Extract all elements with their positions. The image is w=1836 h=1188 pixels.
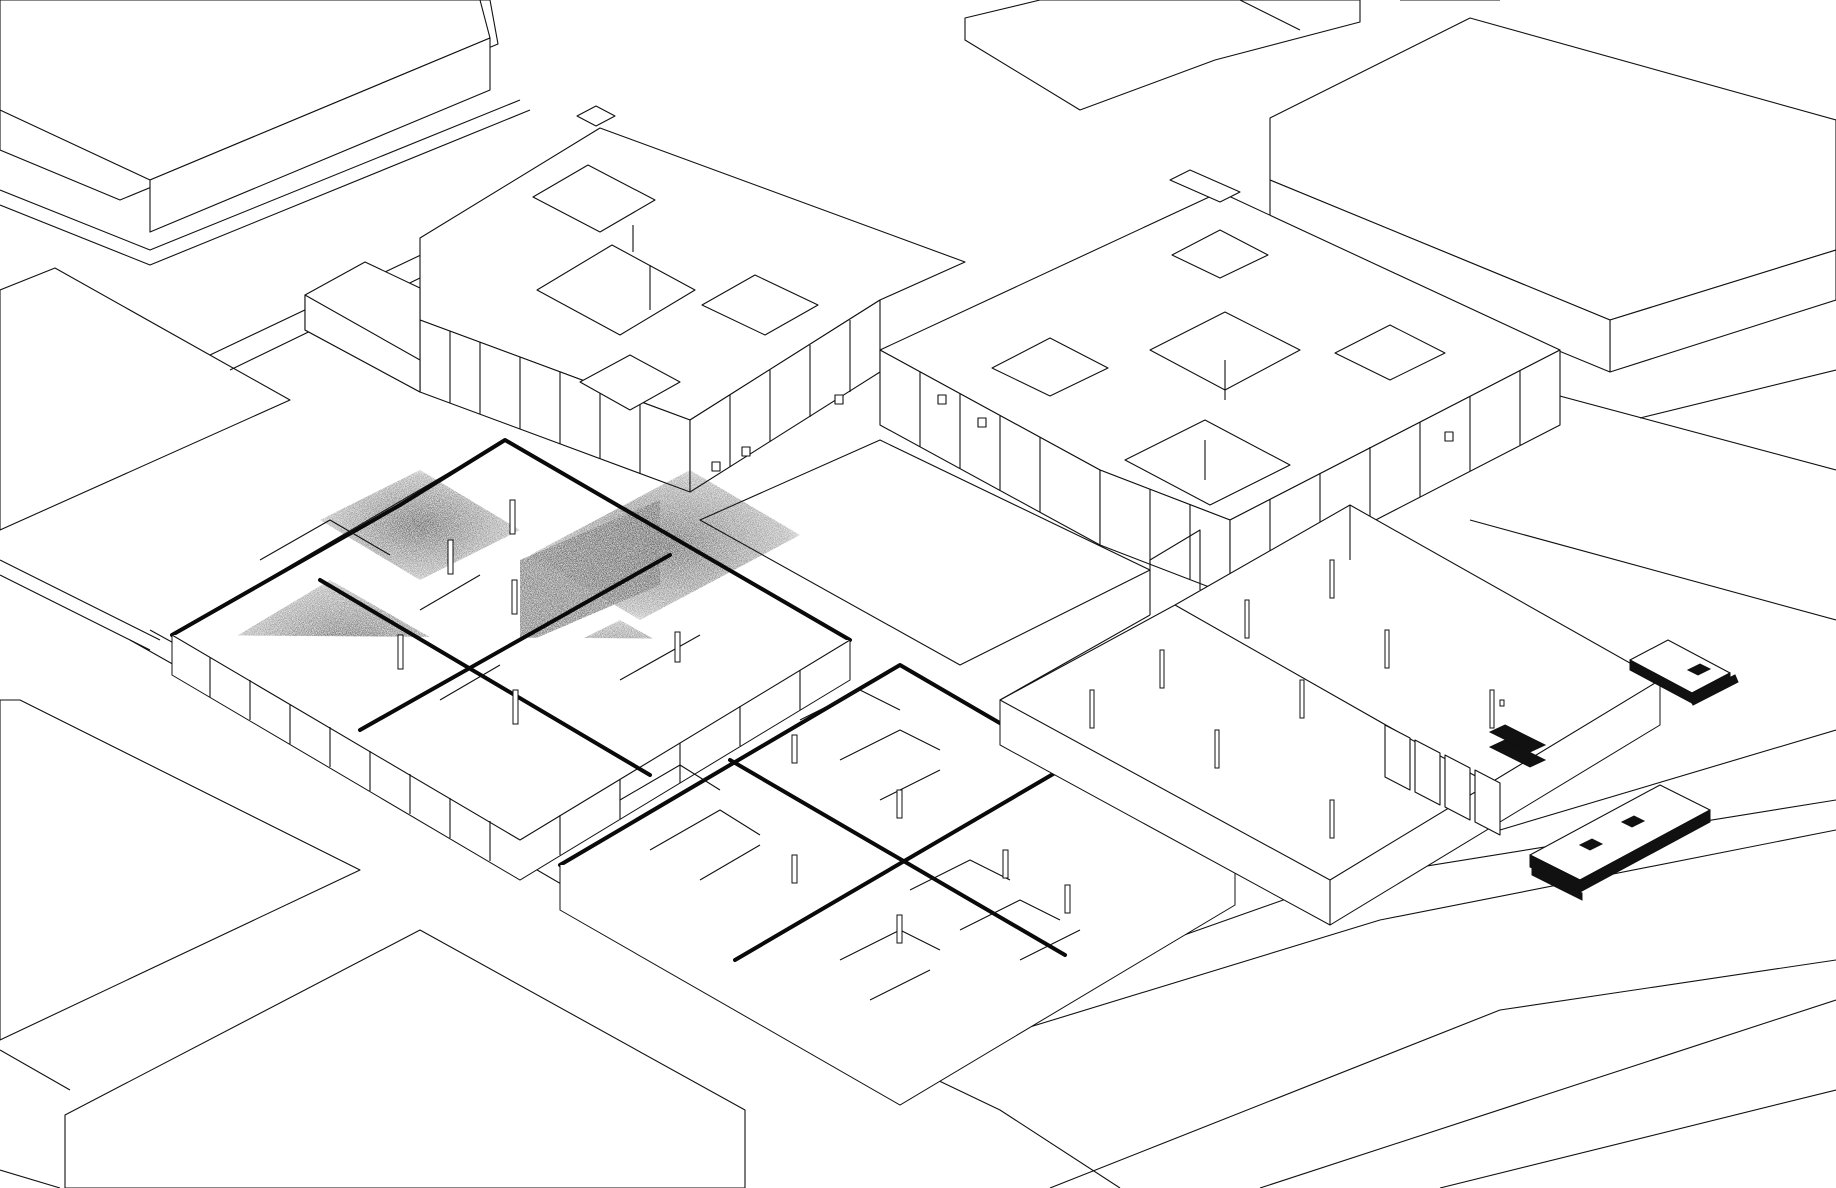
- context-block-top-right: [1269, 17, 1836, 471]
- upper-left-wall-panels: [449, 320, 851, 474]
- partition-walls: [619, 689, 1081, 1001]
- context-block-bottom-left: [0, 699, 746, 1188]
- shaded-base-panels: [209, 657, 801, 861]
- open-hall: [999, 504, 1661, 926]
- shaded-building: [170, 438, 852, 881]
- upper-left-courtyards: [532, 105, 819, 411]
- upper-left-windows: [711, 394, 844, 472]
- upper-right-wall-panels: [919, 370, 1521, 579]
- upper-right-windows: [937, 394, 1454, 442]
- upper-building-left: [304, 105, 966, 493]
- upper-right-courtyards: [991, 229, 1446, 506]
- context-block-top-center: [964, 0, 1500, 111]
- small-objects: [1529, 639, 1739, 901]
- hall-fins: [1384, 699, 1547, 836]
- shaded-columns: [397, 499, 681, 725]
- context-block-left-mid: [0, 267, 291, 651]
- partition-columns: [791, 734, 1071, 944]
- shaded-interior-walls: [259, 519, 701, 777]
- context-block-top-left: [0, 0, 531, 266]
- object-right-lower: [1529, 784, 1711, 901]
- object-right-upper: [1629, 639, 1739, 706]
